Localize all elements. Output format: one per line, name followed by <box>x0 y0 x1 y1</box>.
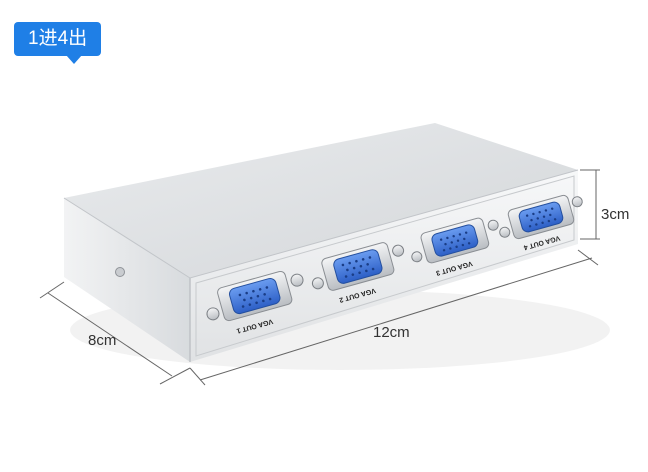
side-screw-icon <box>115 267 125 277</box>
badge-pointer <box>66 55 82 64</box>
depth-dimension-label: 8cm <box>88 332 117 349</box>
dimension-lines <box>39 169 600 386</box>
width-dimension-label: 12cm <box>373 324 410 341</box>
title-badge: 1进4出 <box>14 22 102 56</box>
housing-top <box>64 123 578 278</box>
height-dimension-label: 3cm <box>601 206 630 223</box>
housing-side <box>64 198 190 362</box>
vga-port-2[interactable]: VGA OUT 2 <box>307 238 413 309</box>
